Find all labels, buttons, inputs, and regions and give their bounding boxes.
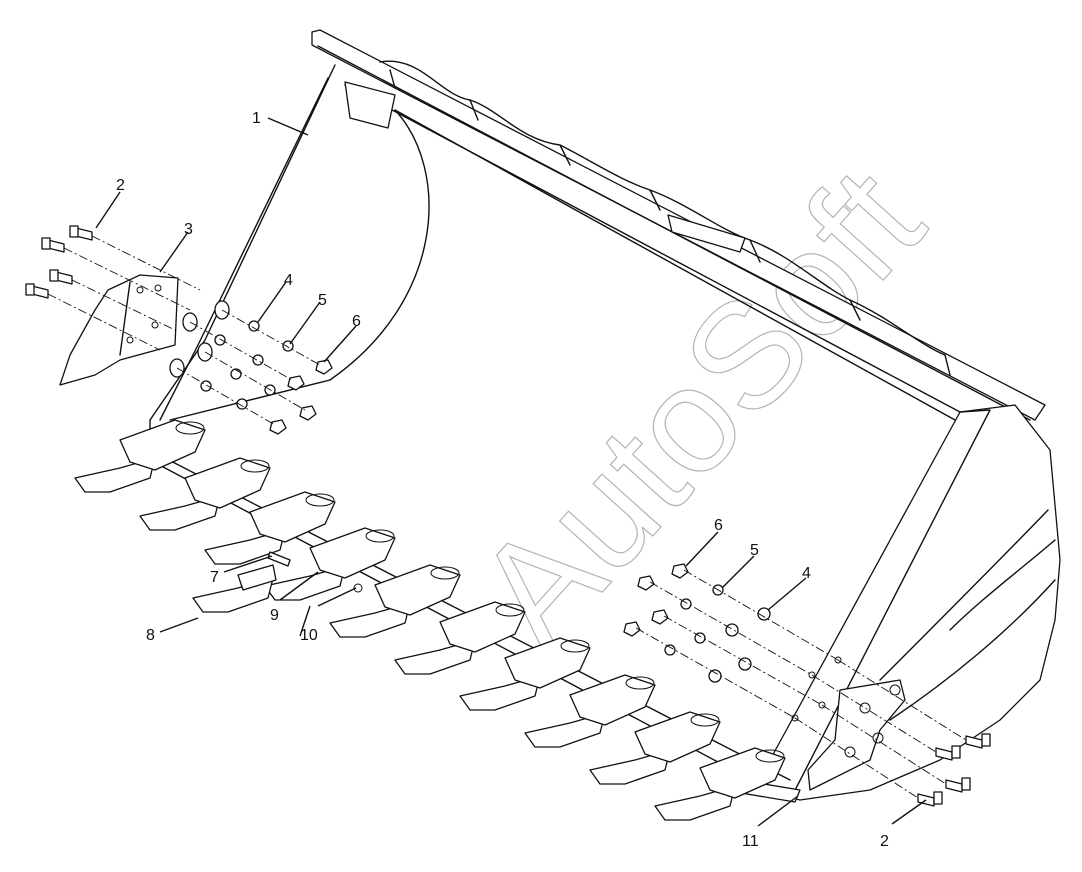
callout-1: 1 bbox=[252, 110, 261, 127]
tooth bbox=[394, 601, 526, 675]
callout-leaders bbox=[95, 117, 927, 827]
tooth-pin bbox=[267, 551, 291, 567]
callout-8: 8 bbox=[146, 627, 155, 644]
exploded-tooth bbox=[192, 564, 277, 613]
bucket-body bbox=[129, 29, 1061, 803]
tooth bbox=[329, 564, 461, 638]
teeth-row bbox=[74, 419, 786, 821]
tooth bbox=[204, 491, 336, 565]
callout-2-right: 2 bbox=[880, 833, 889, 850]
callout-6-left: 6 bbox=[352, 313, 361, 330]
callout-6-right: 6 bbox=[714, 517, 723, 534]
callouts: 1 2 3 4 5 6 7 8 9 10 6 5 4 11 2 bbox=[116, 110, 889, 850]
tooth bbox=[74, 419, 206, 493]
tooth bbox=[459, 637, 591, 711]
tooth bbox=[524, 674, 656, 748]
tooth bbox=[589, 711, 721, 785]
callout-11: 11 bbox=[742, 833, 759, 850]
callout-9: 9 bbox=[270, 607, 279, 624]
left-bolts bbox=[25, 225, 201, 351]
callout-4-left: 4 bbox=[284, 272, 293, 289]
tooth bbox=[264, 527, 396, 601]
callout-4-right: 4 bbox=[802, 565, 811, 582]
tooth bbox=[139, 457, 271, 531]
callout-7: 7 bbox=[210, 569, 219, 586]
callout-10: 10 bbox=[300, 627, 318, 644]
callout-5-right: 5 bbox=[750, 542, 759, 559]
right-side-cutter bbox=[791, 656, 906, 791]
callout-5-left: 5 bbox=[318, 292, 327, 309]
tooth bbox=[654, 747, 786, 821]
left-side-cutter bbox=[59, 274, 179, 386]
right-washers-nuts bbox=[623, 563, 839, 719]
callout-2-left: 2 bbox=[116, 177, 125, 194]
retainer-washer bbox=[353, 583, 363, 593]
callout-3: 3 bbox=[184, 221, 193, 238]
right-bolts bbox=[794, 659, 991, 807]
